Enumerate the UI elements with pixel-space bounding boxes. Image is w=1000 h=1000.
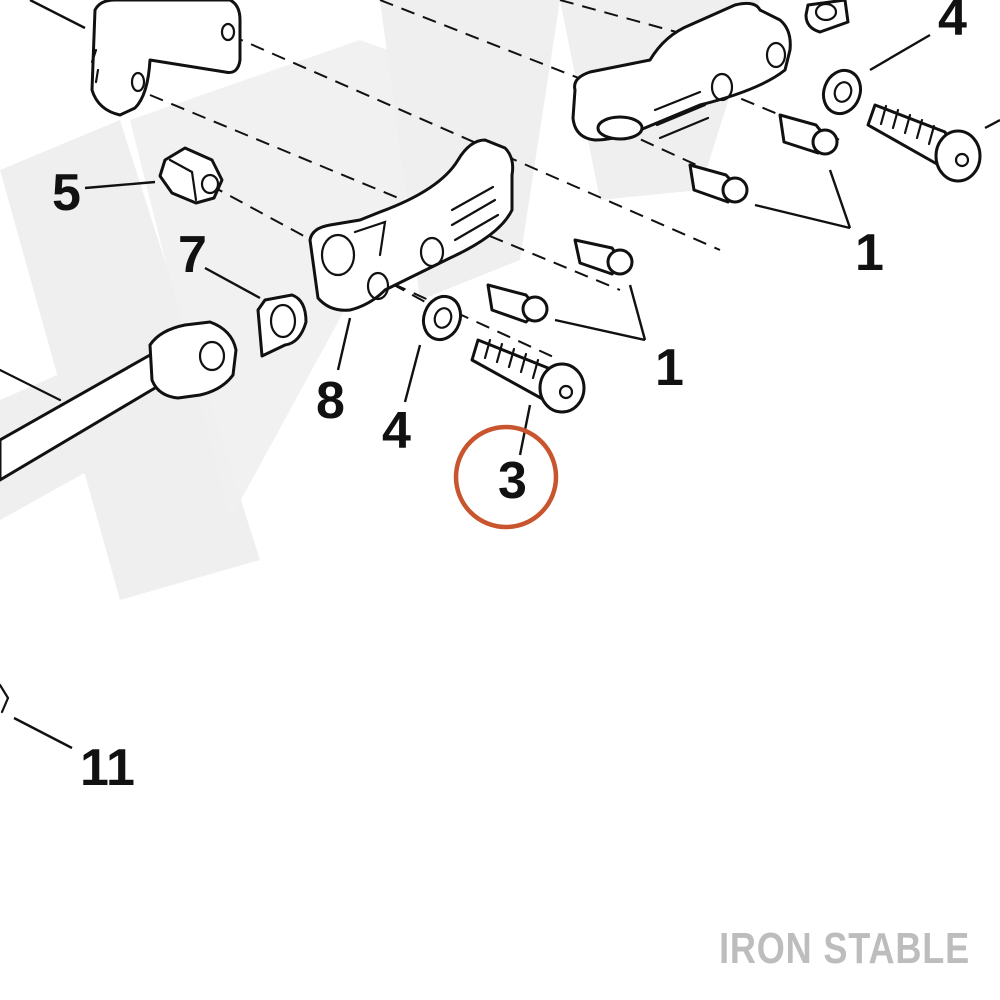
callout-4-lower: 4 [382, 402, 411, 460]
button-screw-lower [470, 338, 586, 414]
nut-part-5 [158, 146, 224, 205]
socket-screws-part-1 [486, 113, 839, 324]
top-washer-plate [804, 0, 850, 34]
button-screw-upper [866, 103, 982, 183]
upper-right-clamp [571, 1, 792, 142]
callout-11: 11 [80, 739, 135, 797]
rod-assembly [0, 320, 238, 714]
washers-part-4 [421, 68, 863, 342]
callout-8: 8 [316, 372, 345, 430]
button-head-screws-part-3 [470, 103, 982, 414]
screw-1c [688, 163, 749, 204]
leader-lines [13, 0, 1000, 750]
callout-1-upper: 1 [855, 224, 884, 282]
upper-left-clamp [90, 0, 242, 117]
callout-1-lower: 1 [655, 339, 684, 397]
watermark-logo-text: IRON STABLE [719, 924, 970, 973]
assembly-axis-lines [149, 0, 841, 361]
screw-1a [573, 238, 634, 276]
tab-washer-part-7 [256, 293, 308, 358]
callout-3: 3 [498, 452, 527, 510]
callout-5: 5 [52, 164, 81, 222]
highlight-circle [453, 424, 559, 530]
screw-1d [778, 113, 839, 156]
screw-1b [486, 283, 549, 324]
callout-7: 7 [178, 226, 207, 284]
callout-4-upper: 4 [938, 0, 967, 47]
clamp-half-part-8 [308, 138, 515, 312]
background-watermark [0, 0, 760, 600]
